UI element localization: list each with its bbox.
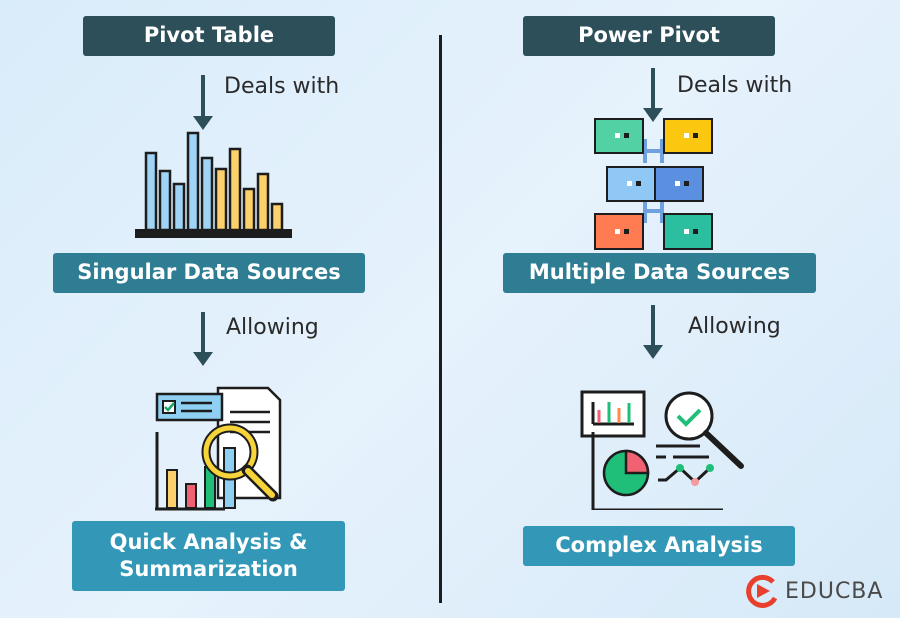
allowing-label-left: Allowing bbox=[226, 315, 319, 340]
deals-with-label-right: Deals with bbox=[677, 73, 793, 98]
multiple-data-sources-icon bbox=[594, 118, 713, 250]
divider bbox=[439, 35, 442, 603]
singular-data-sources-box: Singular Data Sources bbox=[53, 253, 365, 293]
quick-analysis-box: Quick Analysis & Summarization bbox=[72, 521, 345, 591]
allowing-label-right: Allowing bbox=[688, 314, 781, 339]
arrow-down-icon bbox=[193, 75, 213, 130]
bar-chart-icon bbox=[135, 131, 292, 238]
result-line-1: Quick Analysis & bbox=[109, 529, 308, 554]
brand-name: EDUCBA bbox=[785, 578, 884, 604]
educba-logo: EDUCBA bbox=[745, 574, 883, 608]
deals-with-label-left: Deals with bbox=[224, 74, 340, 99]
complex-analysis-icon bbox=[580, 390, 744, 510]
pivot-table-title: Pivot Table bbox=[83, 16, 335, 56]
document-analysis-icon bbox=[155, 386, 282, 511]
arrow-down-icon bbox=[193, 312, 213, 366]
educba-logo-icon bbox=[746, 574, 778, 608]
arrow-down-icon bbox=[643, 68, 663, 122]
arrow-down-icon bbox=[643, 305, 663, 359]
result-line-2: Summarization bbox=[119, 557, 298, 581]
power-pivot-title: Power Pivot bbox=[523, 16, 775, 56]
complex-analysis-box: Complex Analysis bbox=[523, 526, 795, 566]
multiple-data-sources-box: Multiple Data Sources bbox=[503, 253, 816, 293]
